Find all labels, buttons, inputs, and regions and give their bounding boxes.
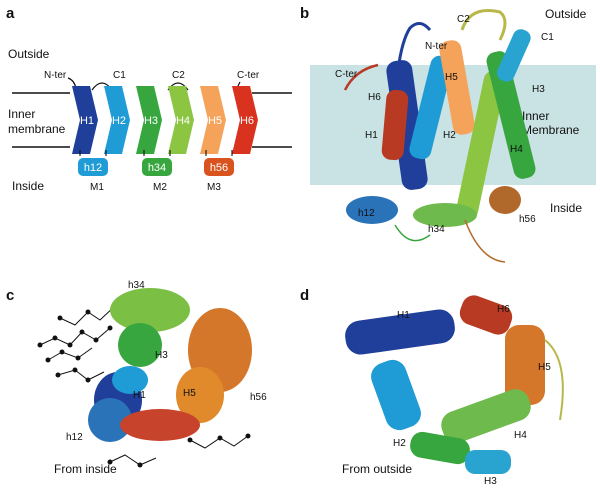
label-m3: M3	[207, 182, 221, 193]
label-c-h5: H5	[183, 388, 196, 399]
label-b-h5: H5	[445, 72, 458, 83]
label-c2: C2	[172, 70, 185, 81]
panel-letter-b: b	[300, 5, 309, 22]
helix-h5	[200, 86, 226, 154]
label-c-h12: h12	[66, 432, 83, 443]
label-inner-b: Inner	[522, 109, 549, 123]
label-c-ter: C-ter	[237, 70, 260, 81]
inner-helix-h12	[78, 158, 108, 176]
panel-d: d H1 H6 H5 H2 H4 H3 From outside	[300, 287, 564, 487]
helix-label-h1: H1	[80, 115, 94, 127]
label-b-h4: H4	[510, 144, 523, 155]
structure-d	[345, 295, 564, 474]
inner-helix-label-h56: h56	[210, 162, 228, 174]
label-m1: M1	[90, 182, 104, 193]
label-b-h34: h34	[428, 224, 445, 235]
label-inside: Inside	[12, 179, 44, 193]
label-membrane: membrane	[8, 122, 66, 136]
inner-loop-connector	[143, 150, 171, 156]
label-d-h6: H6	[497, 304, 510, 315]
inner-helix-group: h12 h34 h56	[78, 150, 234, 176]
inner-loop-connector	[79, 150, 107, 156]
helix-label-h5: H5	[208, 115, 222, 127]
helix-label-h2: H2	[112, 115, 126, 127]
inner-helix-h34	[142, 158, 172, 176]
caption-c: From inside	[54, 462, 117, 476]
helix-h4	[168, 86, 194, 154]
helix-label-h4: H4	[176, 115, 190, 127]
label-b-h12: h12	[358, 208, 375, 219]
label-b-h56: h56	[519, 214, 536, 225]
panel-letter-c: c	[6, 287, 14, 304]
label-d-h1: H1	[397, 310, 410, 321]
label-n-ter: N-ter	[44, 70, 67, 81]
label-b-c1: C1	[541, 32, 554, 43]
label-b-c-ter: C-ter	[335, 69, 358, 80]
helix-h3	[136, 86, 162, 154]
inner-helix-label-h12: h12	[84, 162, 102, 174]
panel-letter-d: d	[300, 287, 309, 304]
helix-h6	[232, 86, 258, 154]
label-d-h5: H5	[538, 362, 551, 373]
inner-loop-connector	[205, 150, 233, 156]
panel-c: c h34 H3 H1	[6, 280, 267, 476]
label-outside: Outside	[8, 47, 50, 61]
label-b-n-ter: N-ter	[425, 41, 448, 52]
label-d-h3: H3	[484, 476, 497, 487]
label-c1: C1	[113, 70, 126, 81]
label-c-h1: H1	[133, 390, 146, 401]
helix-h1	[72, 86, 98, 154]
label-d-h4: H4	[514, 430, 527, 441]
label-c-h3: H3	[155, 350, 168, 361]
label-b-h2: H2	[443, 130, 456, 141]
inner-helix-h56	[204, 158, 234, 176]
label-inside-b: Inside	[550, 201, 582, 215]
label-m2: M2	[153, 182, 167, 193]
label-b-h3: H3	[532, 84, 545, 95]
structure-b	[343, 9, 536, 263]
label-c-h56: h56	[250, 392, 267, 403]
panel-letter-a: a	[6, 5, 15, 22]
helix-label-h3: H3	[144, 115, 158, 127]
label-b-c2: C2	[457, 14, 470, 25]
panel-a: a Outside Inner membrane Inside N-ter C-…	[6, 5, 292, 193]
panel-b: b Outside Inner Membrane Inside C2 N-ter…	[300, 5, 596, 263]
label-d-h2: H2	[393, 438, 406, 449]
helix-h2	[104, 86, 130, 154]
label-b-h1: H1	[365, 130, 378, 141]
caption-d: From outside	[342, 462, 412, 476]
label-c-h34: h34	[128, 280, 145, 291]
structure-c	[88, 288, 252, 442]
label-membrane-b: Membrane	[522, 123, 580, 137]
helix-label-h6: H6	[240, 115, 254, 127]
inner-helix-label-h34: h34	[148, 162, 166, 174]
label-outside-b: Outside	[545, 7, 587, 21]
label-b-h6: H6	[368, 92, 381, 103]
helix-group: H1 H2 H3 H4 H5 H6	[72, 86, 258, 154]
label-inner: Inner	[8, 107, 35, 121]
